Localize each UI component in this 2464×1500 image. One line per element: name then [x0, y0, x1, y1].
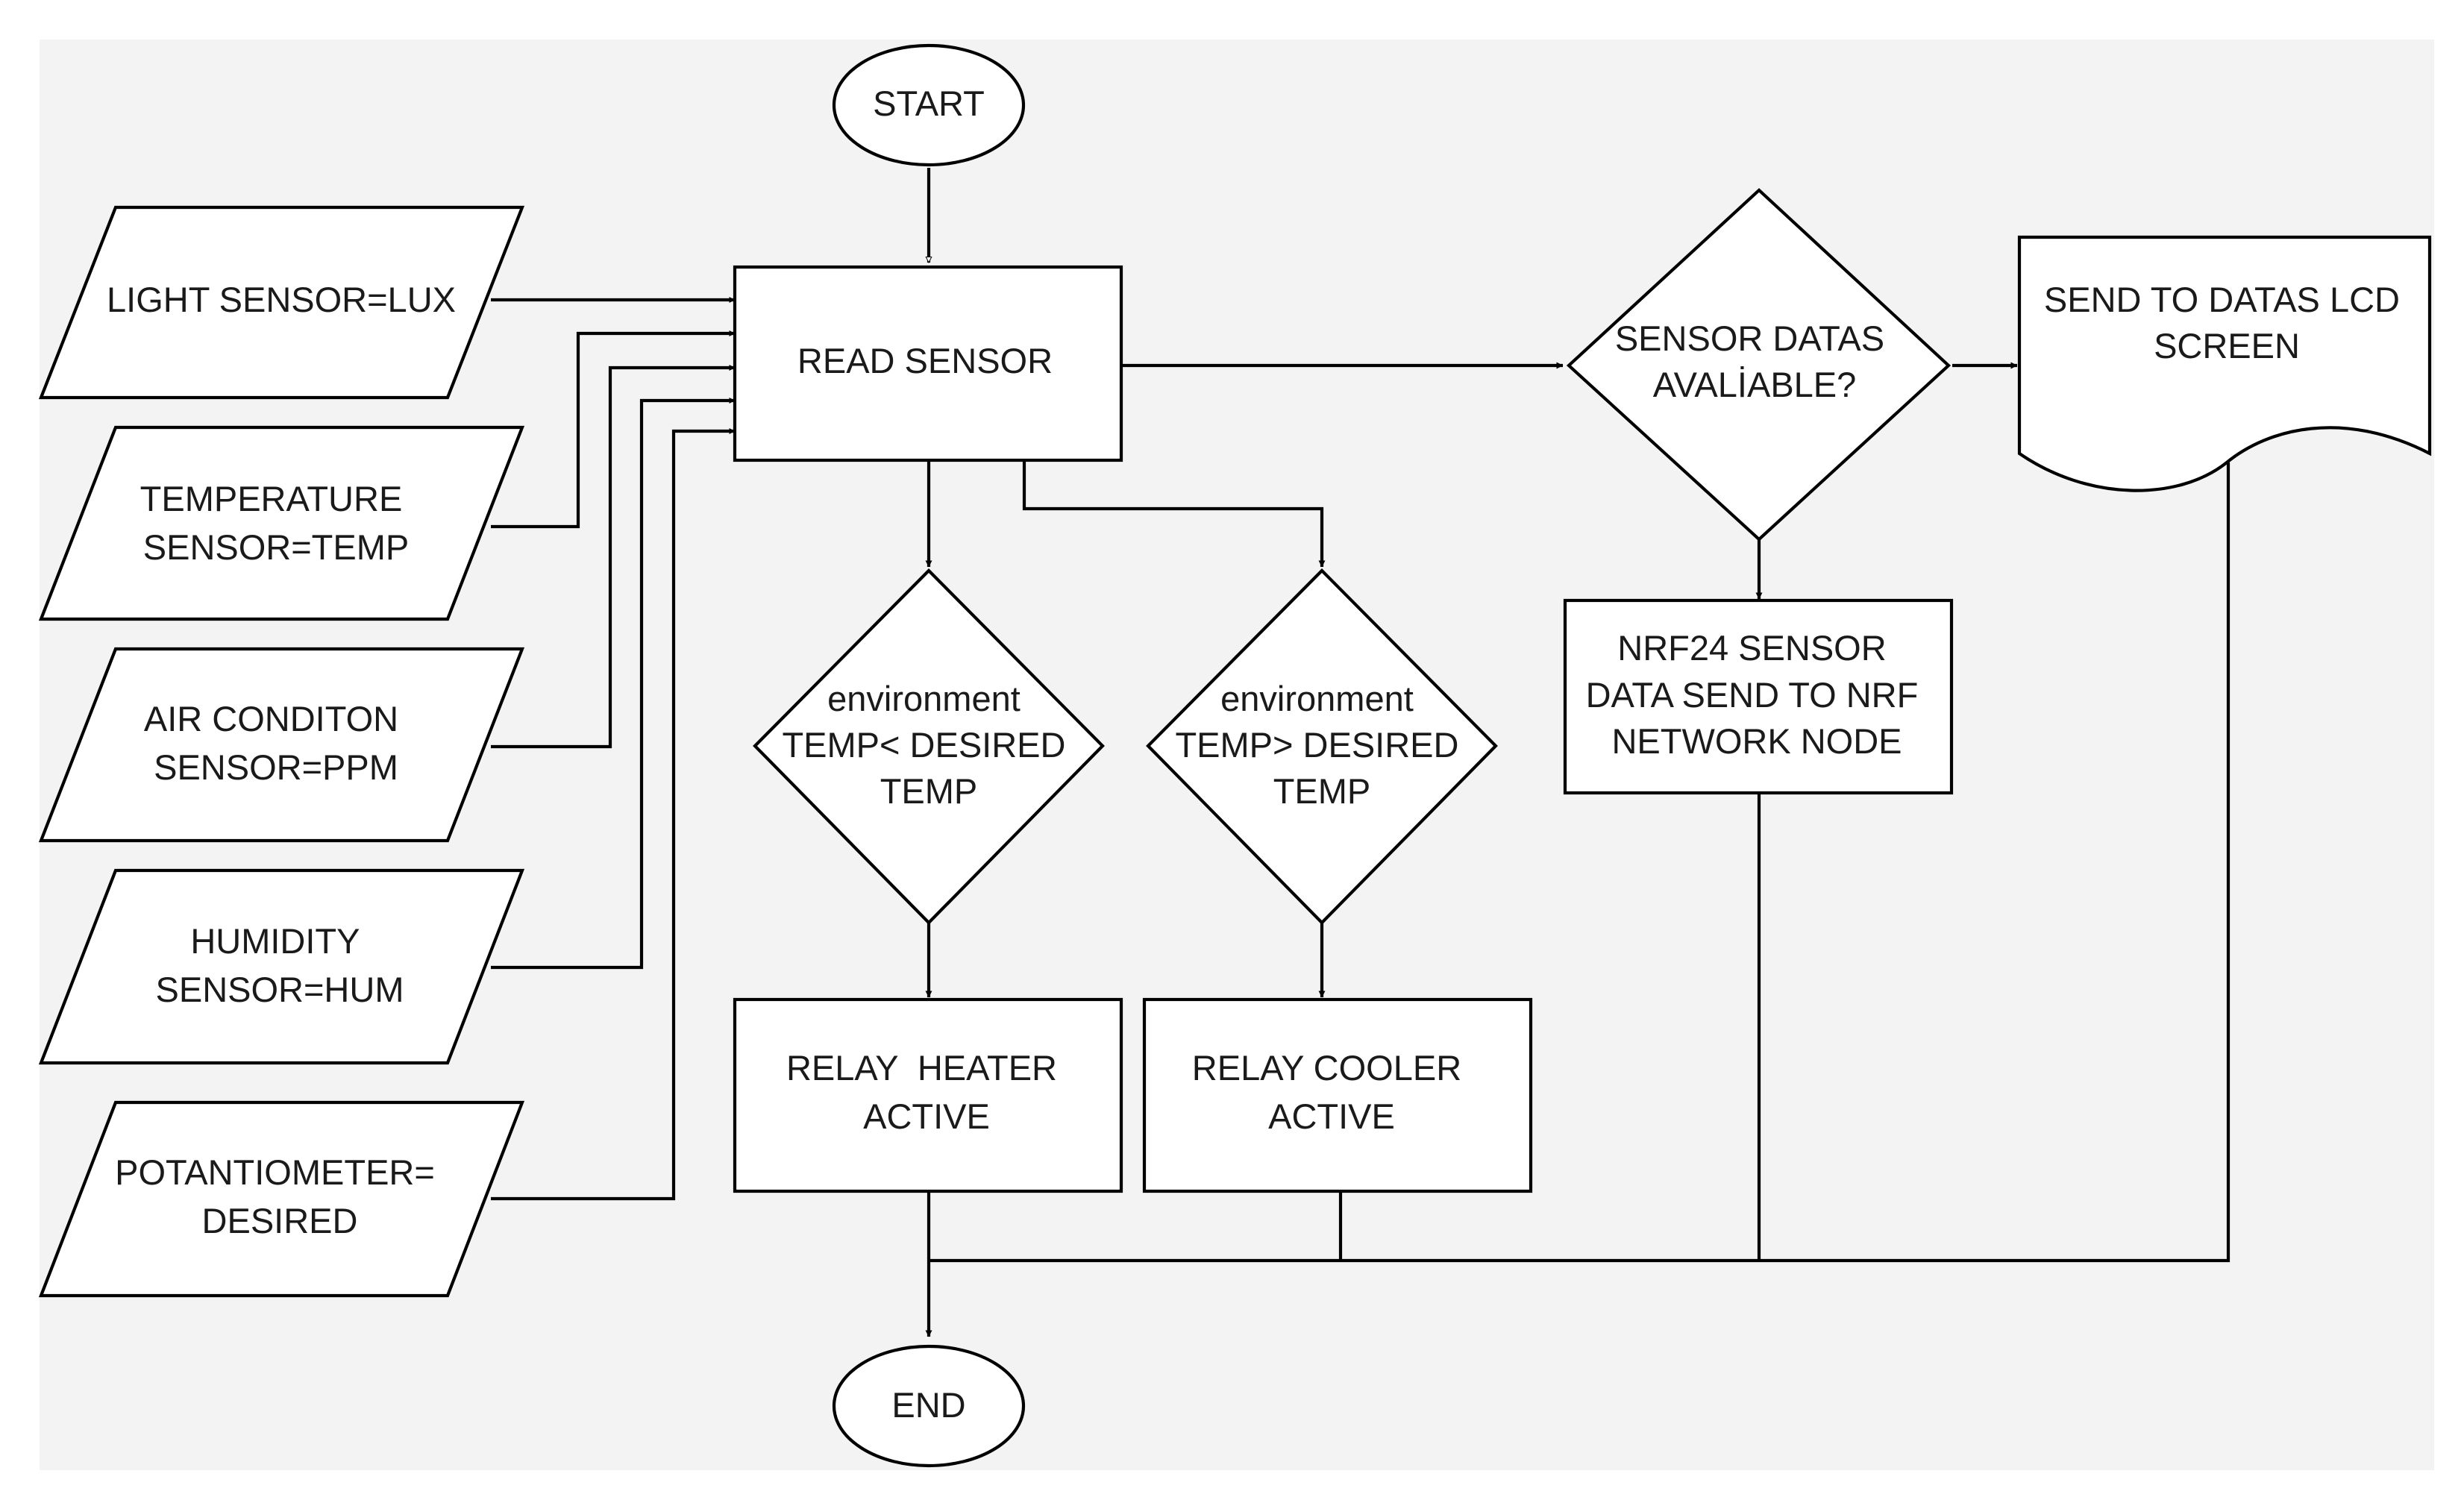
end-label: END: [891, 1385, 965, 1425]
input-light-line-1: LIGHT SENSOR=LUX: [107, 280, 456, 319]
connector-read-cool: [1022, 460, 1326, 568]
decision-heat-line-2: TEMP< DESIRED: [782, 725, 1065, 765]
connector-air: [491, 365, 736, 749]
nrf-line-1: NRF24 SENSOR: [1617, 628, 1886, 668]
nrf-line-2: DATA SEND TO NRF: [1586, 675, 1919, 715]
input-temperature-line-2: SENSOR=TEMP: [143, 527, 410, 567]
input-light-sensor: LIGHT SENSOR=LUX: [38, 205, 525, 400]
connector-lcd-merge: [929, 462, 2231, 1263]
end-terminal: END: [832, 1344, 1026, 1468]
input-temperature-line-1: TEMPERATURE: [140, 479, 403, 518]
decision-heat-line-3: TEMP: [880, 771, 978, 811]
relay-cooler-line-2: ACTIVE: [1268, 1096, 1395, 1136]
nrf-line-3: NETWORK NODE: [1611, 721, 1902, 761]
decision-data-available: SENSOR DATAS AVALİABLE?: [1566, 188, 1952, 542]
input-potentiometer-line-1: POTANTIOMETER=: [115, 1152, 435, 1192]
nrf-send-process: NRF24 SENSOR DATA SEND TO NRF NETWORK NO…: [1563, 598, 1954, 795]
lcd-document-output: SEND TO DATAS LCD SCREEN: [2017, 235, 2432, 492]
decision-heat-line-1: environment: [827, 679, 1021, 718]
relay-heater-line-2: ACTIVE: [863, 1096, 990, 1136]
relay-cooler-line-1: RELAY COOLER: [1192, 1048, 1461, 1088]
input-air-line-1: AIR CONDITON: [144, 699, 398, 738]
lcd-line-1: SEND TO DATAS LCD: [2044, 280, 2400, 319]
start-terminal: START: [832, 43, 1026, 167]
read-sensor-label: READ SENSOR: [797, 341, 1053, 380]
input-humidity-line-2: SENSOR=HUM: [156, 970, 404, 1009]
relay-cooler-label: RELAY COOLER ACTIVE: [1192, 1048, 1471, 1136]
decision-cool-line-2: TEMP> DESIRED: [1175, 725, 1458, 765]
decision-heat-label: environment TEMP< DESIRED TEMP: [782, 679, 1075, 811]
input-potentiometer: POTANTIOMETER= DESIRED: [38, 1100, 525, 1298]
decision-available-line-2: AVALİABLE?: [1653, 365, 1857, 404]
connectors: [491, 168, 2231, 1337]
connector-potentiometer: [491, 428, 736, 1201]
input-air-condition-sensor: AIR CONDITON SENSOR=PPM: [38, 647, 525, 843]
input-potentiometer-line-2: DESIRED: [202, 1201, 358, 1240]
decision-available-line-1: SENSOR DATAS: [1615, 318, 1884, 358]
nrf-label: NRF24 SENSOR DATA SEND TO NRF NETWORK NO…: [1586, 628, 1928, 761]
decision-cool: environment TEMP> DESIRED TEMP: [1146, 568, 1498, 925]
input-temperature-label: TEMPERATURE SENSOR=TEMP: [140, 479, 413, 567]
relay-heater-label: RELAY HEATER ACTIVE: [786, 1048, 1067, 1136]
relay-heater-line-1: RELAY HEATER: [786, 1048, 1057, 1088]
input-potentiometer-label: POTANTIOMETER= DESIRED: [115, 1152, 445, 1240]
input-humidity-sensor: HUMIDITY SENSOR=HUM: [38, 868, 525, 1065]
input-air-label: AIR CONDITON SENSOR=PPM: [144, 699, 408, 787]
input-temperature-sensor: TEMPERATURE SENSOR=TEMP: [38, 425, 525, 621]
decision-cool-label: environment TEMP> DESIRED TEMP: [1175, 679, 1468, 811]
decision-cool-line-1: environment: [1220, 679, 1414, 718]
connector-humidity: [491, 398, 736, 970]
input-humidity-label: HUMIDITY SENSOR=HUM: [156, 921, 404, 1009]
relay-cooler-process: RELAY COOLER ACTIVE: [1142, 997, 1533, 1193]
input-air-line-2: SENSOR=PPM: [154, 747, 398, 787]
relay-heater-process: RELAY HEATER ACTIVE: [733, 997, 1123, 1193]
input-light-label: LIGHT SENSOR=LUX: [107, 280, 456, 319]
decision-heat: environment TEMP< DESIRED TEMP: [753, 568, 1105, 925]
read-sensor-process: READ SENSOR: [733, 265, 1123, 462]
decision-cool-line-3: TEMP: [1273, 771, 1371, 811]
connector-temperature: [491, 330, 736, 529]
input-humidity-line-1: HUMIDITY: [190, 921, 360, 961]
start-label: START: [873, 84, 985, 123]
decision-available-label: SENSOR DATAS AVALİABLE?: [1615, 318, 1894, 404]
lcd-label: SEND TO DATAS LCD SCREEN: [2044, 280, 2410, 365]
lcd-line-2: SCREEN: [2154, 326, 2300, 365]
